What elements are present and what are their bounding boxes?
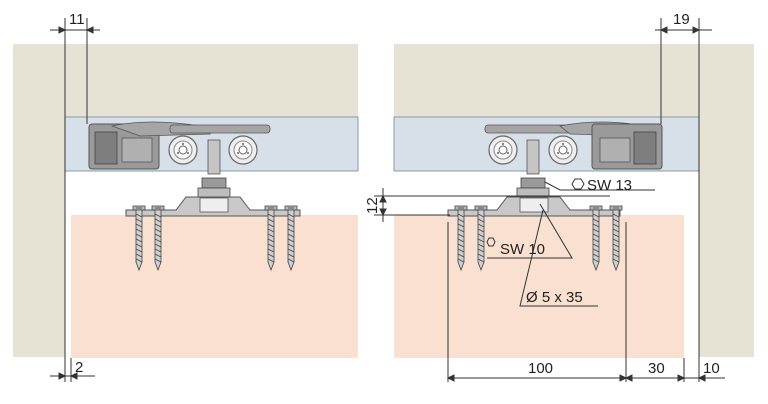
right-mounting-bracket [447,196,621,217]
dim-12-label: 12 [364,197,381,214]
callout-screw: Ø 5 x 35 [526,289,583,306]
dim-10-label: 10 [703,360,720,377]
right-assembly [393,44,754,358]
right-ceiling [394,44,754,117]
left-ceiling [13,44,358,117]
left-assembly [13,44,359,358]
dim-left-top-label: 11 [69,11,85,28]
callout-sw10: SW 10 [500,241,545,258]
left-wall-strip [13,117,65,357]
left-mounting-bracket [125,196,301,217]
dimension-lines [50,18,725,382]
right-wall-strip [699,117,754,357]
dim-30-label: 30 [648,360,665,377]
right-end-stop [559,121,663,170]
right-door-panel [394,215,684,358]
dim-right-top-label: 19 [673,11,690,28]
left-trolley [168,124,271,199]
hex-nut-icon [571,178,585,190]
callout-leaders [486,181,655,307]
left-door-panel [71,215,358,358]
dim-100-label: 100 [528,360,553,377]
dim-left-bottom-label: 2 [75,359,83,376]
callout-sw13: SW 13 [587,177,632,194]
